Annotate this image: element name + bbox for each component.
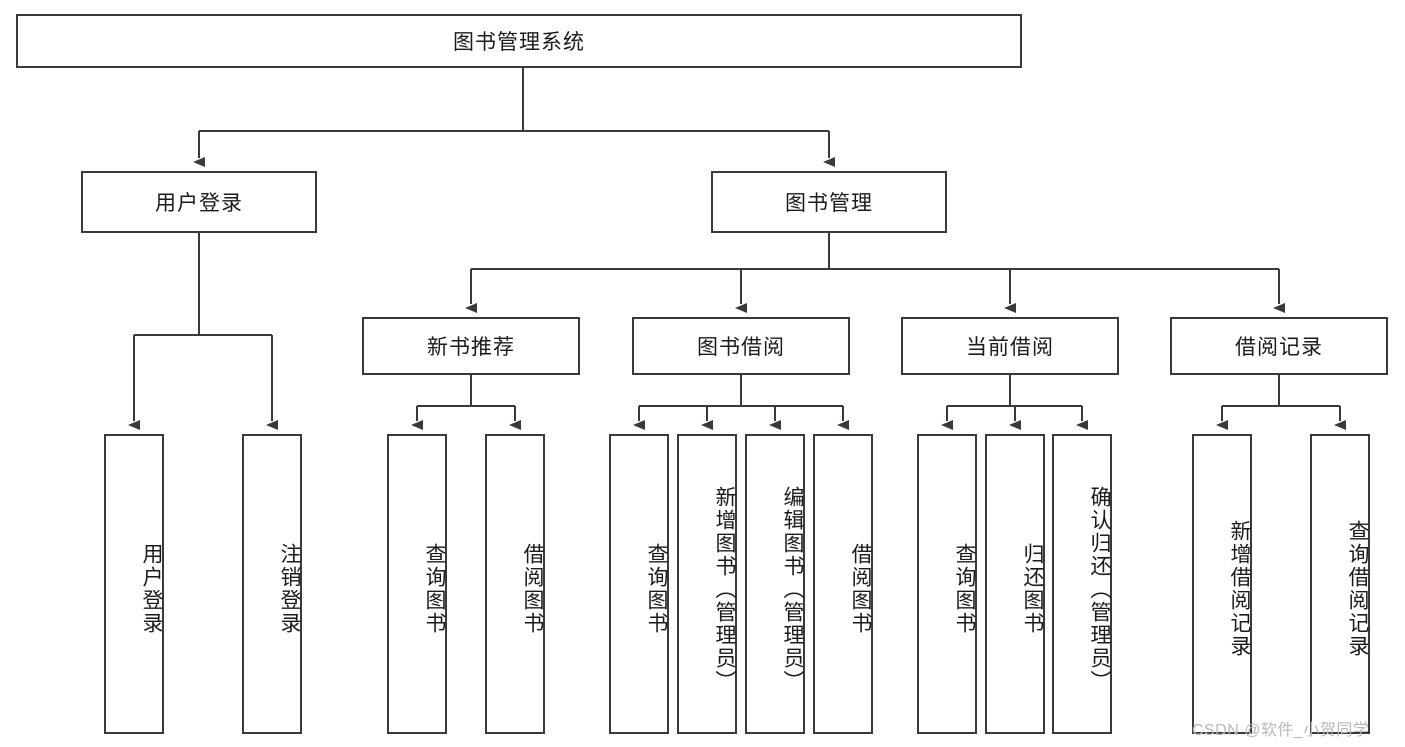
leaf-confirm-return[interactable]: 确认归还（管理员）	[1052, 434, 1112, 734]
node-root[interactable]: 图书管理系统	[16, 14, 1022, 68]
node-book-borrow-label: 图书借阅	[697, 336, 785, 359]
leaf-add-book-label: 新增图书（管理员）	[713, 485, 736, 693]
leaf-add-book[interactable]: 新增图书（管理员）	[677, 434, 737, 734]
leaf-query-book[interactable]: 查询图书	[609, 434, 669, 734]
leaf-user-login[interactable]: 用户登录	[104, 434, 164, 734]
leaf-add-record[interactable]: 新增借阅记录	[1192, 434, 1252, 734]
leaf-borrow-book-rec[interactable]: 借阅图书	[485, 434, 545, 734]
leaf-borrow-book-rec-label: 借阅图书	[521, 543, 544, 635]
leaf-borrow-book-label: 借阅图书	[849, 543, 872, 635]
node-user-login[interactable]: 用户登录	[81, 171, 317, 233]
node-book-borrow[interactable]: 图书借阅	[632, 317, 850, 375]
node-user-login-label: 用户登录	[155, 192, 243, 215]
leaf-query-book-rec-label: 查询图书	[423, 543, 446, 635]
leaf-return-book[interactable]: 归还图书	[985, 434, 1045, 734]
leaf-user-login-label: 用户登录	[140, 543, 163, 635]
leaf-edit-book[interactable]: 编辑图书（管理员）	[745, 434, 805, 734]
node-current-borrow-label: 当前借阅	[966, 336, 1054, 359]
node-book-manage[interactable]: 图书管理	[711, 171, 947, 233]
leaf-logout-label: 注销登录	[278, 543, 301, 635]
node-root-label: 图书管理系统	[453, 31, 585, 54]
leaf-query-book-cur[interactable]: 查询图书	[917, 434, 977, 734]
leaf-return-book-label: 归还图书	[1021, 543, 1044, 635]
leaf-edit-book-label: 编辑图书（管理员）	[781, 485, 804, 693]
leaf-query-book-rec[interactable]: 查询图书	[387, 434, 447, 734]
node-borrow-record-label: 借阅记录	[1235, 336, 1323, 359]
leaf-query-book-cur-label: 查询图书	[953, 543, 976, 635]
leaf-query-book-label: 查询图书	[645, 543, 668, 635]
leaf-borrow-book[interactable]: 借阅图书	[813, 434, 873, 734]
leaf-confirm-return-label: 确认归还（管理员）	[1088, 485, 1111, 693]
node-current-borrow[interactable]: 当前借阅	[901, 317, 1119, 375]
node-book-manage-label: 图书管理	[785, 192, 873, 215]
leaf-query-record-label: 查询借阅记录	[1346, 520, 1369, 658]
watermark: CSDN @软件_小贺同学	[1192, 722, 1370, 739]
leaf-query-record[interactable]: 查询借阅记录	[1310, 434, 1370, 734]
node-new-book-rec-label: 新书推荐	[427, 336, 515, 359]
node-new-book-rec[interactable]: 新书推荐	[362, 317, 580, 375]
node-borrow-record[interactable]: 借阅记录	[1170, 317, 1388, 375]
leaf-add-record-label: 新增借阅记录	[1228, 520, 1251, 658]
leaf-logout[interactable]: 注销登录	[242, 434, 302, 734]
